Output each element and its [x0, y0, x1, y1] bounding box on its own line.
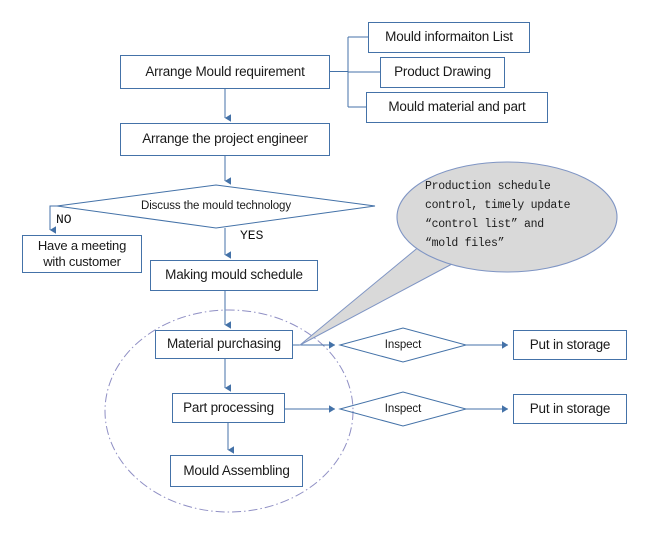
node-put-in-storage-material[interactable]: Put in storage: [513, 330, 627, 360]
inspect-diamond-part: [338, 391, 468, 427]
callout-note-text: Production schedule control, timely upda…: [425, 180, 571, 250]
node-mould-material-and-part[interactable]: Mould material and part: [366, 92, 548, 123]
production-group-circle: [104, 309, 354, 513]
callout-bubble: [396, 161, 618, 273]
node-put-in-storage-part[interactable]: Put in storage: [513, 394, 627, 424]
node-part-processing[interactable]: Part processing: [172, 393, 285, 423]
label-no-branch: NO: [56, 212, 72, 227]
node-arrange-mould-requirement[interactable]: Arrange Mould requirement: [120, 55, 330, 89]
node-arrange-project-engineer[interactable]: Arrange the project engineer: [120, 123, 330, 156]
inspect-diamond-material: [338, 327, 468, 363]
node-material-purchasing[interactable]: Material purchasing: [155, 330, 293, 359]
node-mould-information-list[interactable]: Mould informaiton List: [368, 22, 530, 53]
node-mould-assembling[interactable]: Mould Assembling: [170, 455, 303, 487]
decision-diamond-discuss: [56, 184, 376, 229]
node-making-mould-schedule[interactable]: Making mould schedule: [150, 260, 318, 291]
arrow-no-branch: [49, 205, 57, 234]
node-product-drawing[interactable]: Product Drawing: [380, 57, 505, 88]
label-yes-branch: YES: [240, 228, 264, 243]
node-have-meeting-with-customer[interactable]: Have a meeting with customer: [22, 235, 142, 273]
